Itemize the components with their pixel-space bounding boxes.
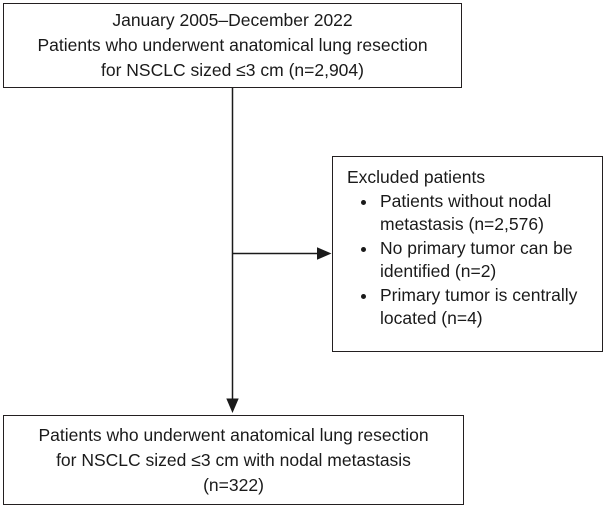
cohort-box-initial: January 2005–December 2022 Patients who …	[3, 3, 462, 88]
exclusion-item: Primary tumor is centrally located (n=4)	[378, 284, 596, 331]
down-arrowhead-icon	[226, 398, 239, 413]
main-flow-arrow	[226, 88, 239, 413]
exclusion-list: Patients without nodal metastasis (n=2,5…	[347, 190, 596, 331]
exclusion-box: Excluded patients Patients without nodal…	[332, 156, 603, 352]
cohort-box-final: Patients who underwent anatomical lung r…	[3, 415, 464, 505]
final-box-count: (n=322)	[203, 474, 264, 495]
exclusion-item: No primary tumor can be identified (n=2)	[378, 237, 596, 284]
final-box-line-2: for NSCLC sized ≤3 cm with nodal metasta…	[56, 449, 411, 470]
exclusion-item: Patients without nodal metastasis (n=2,5…	[378, 190, 596, 237]
exclusion-box-title: Excluded patients	[347, 167, 486, 187]
right-arrowhead-icon	[317, 247, 332, 260]
initial-box-line-2: Patients who underwent anatomical lung r…	[37, 35, 428, 55]
exclusion-branch-arrow	[232, 247, 332, 260]
initial-box-line-3: for NSCLC sized ≤3 cm (n=2,904)	[101, 60, 364, 80]
final-box-line-1: Patients who underwent anatomical lung r…	[38, 424, 429, 445]
initial-box-period: January 2005–December 2022	[112, 10, 353, 30]
